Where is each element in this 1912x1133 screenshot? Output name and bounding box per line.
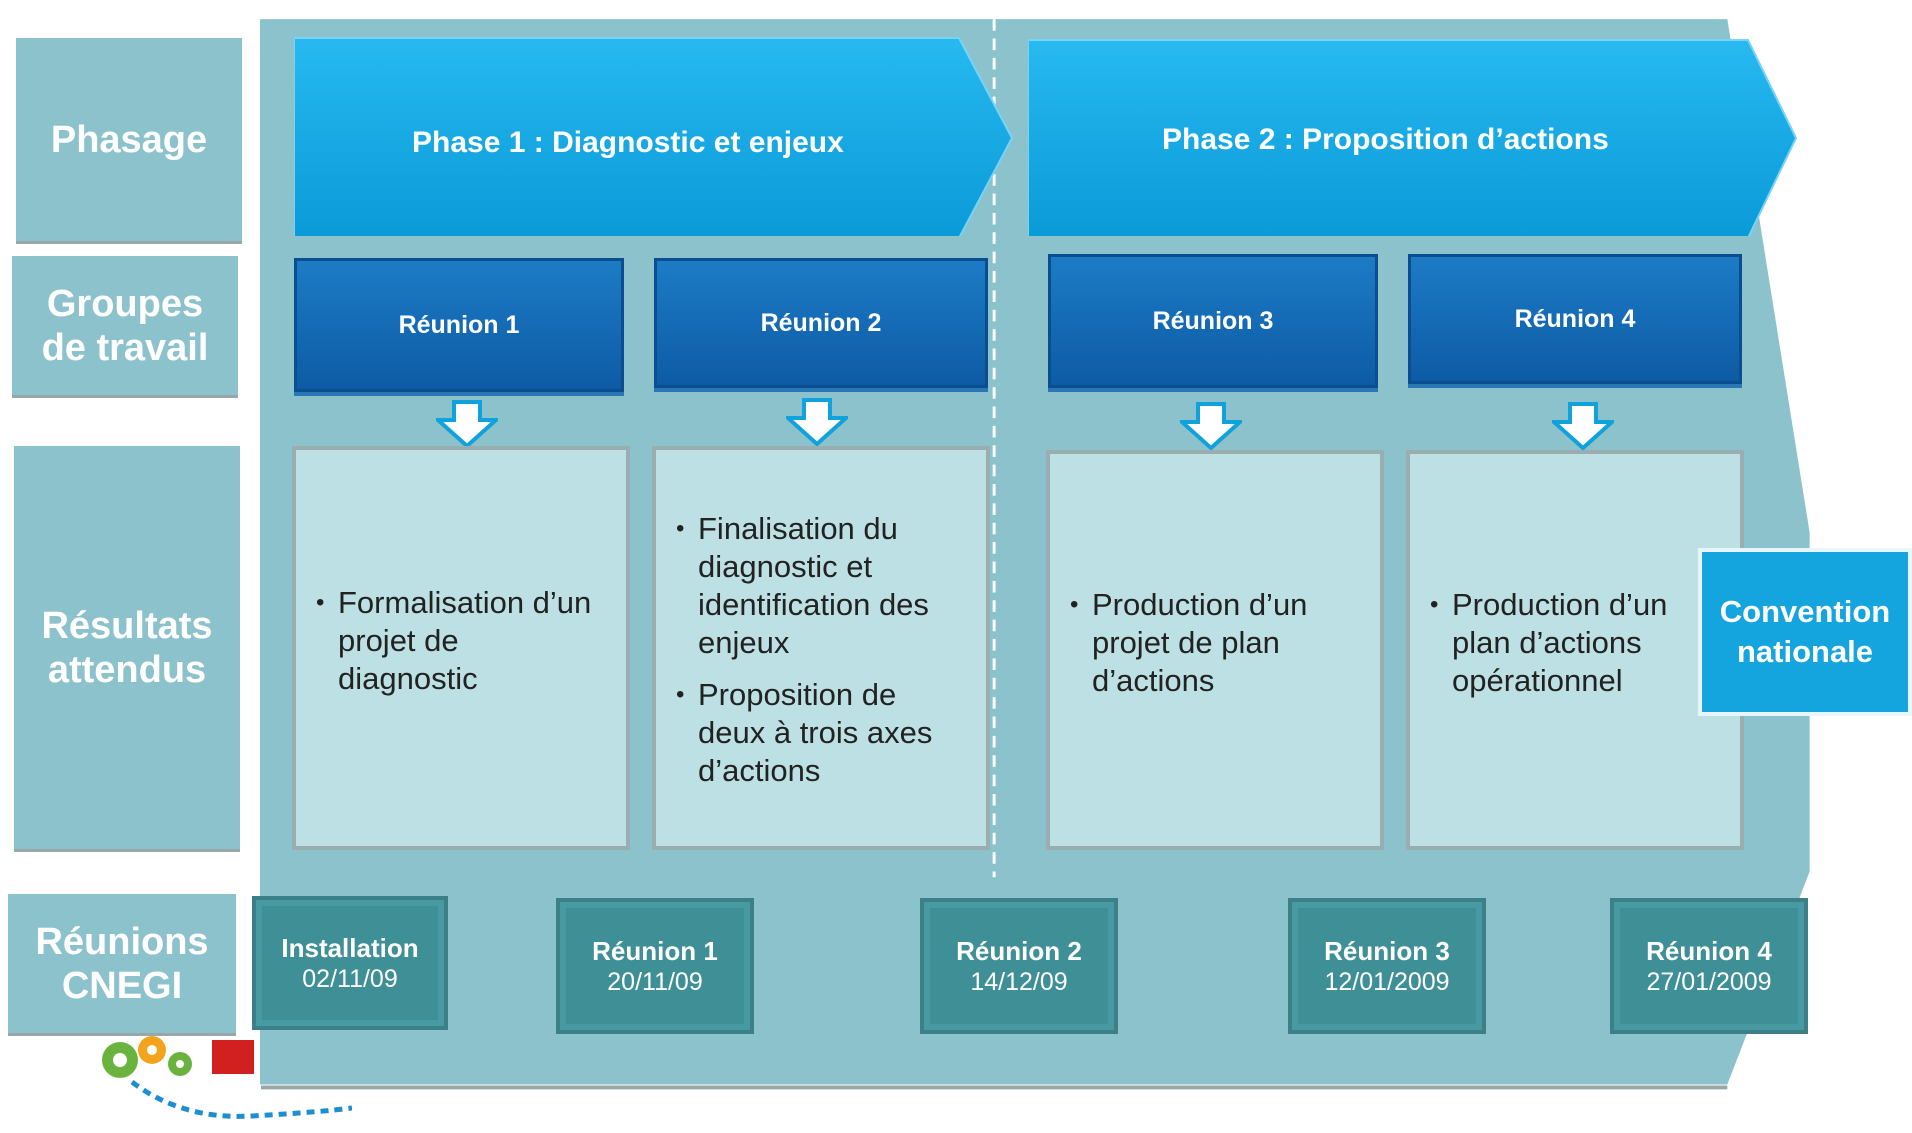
result-box-1: Formalisation d’un projet de diagnostic xyxy=(292,446,630,850)
result-box-3: Production d’un projet de plan d’actions xyxy=(1046,450,1384,850)
cnegi-date: 02/11/09 xyxy=(302,965,398,993)
convention-label: Convention nationale xyxy=(1719,594,1891,669)
group-reunion-label: Réunion 1 xyxy=(398,310,520,339)
row-label-text: Phasage xyxy=(50,118,208,161)
phase-1-arrow xyxy=(294,37,1014,236)
cnegi-date: 12/01/2009 xyxy=(1324,968,1450,996)
row-label-groupes: Groupes de travail xyxy=(12,256,238,398)
cnegi-reunion-3: Réunion 3 12/01/2009 xyxy=(1288,898,1486,1034)
result-item: Finalisation du diagnostic et identifica… xyxy=(676,510,966,662)
cnegi-date: 14/12/09 xyxy=(970,968,1068,996)
down-arrow-icon xyxy=(786,398,848,446)
result-item: Proposition de deux à trois axes d’actio… xyxy=(676,676,966,790)
row-label-text: Groupes de travail xyxy=(41,282,209,369)
result-item: Production d’un plan d’actions opération… xyxy=(1430,586,1720,700)
row-label-text: Réunions CNEGI xyxy=(35,920,209,1007)
cnegi-reunion-2: Réunion 2 14/12/09 xyxy=(920,898,1118,1034)
phase-2-arrow xyxy=(1028,39,1798,236)
group-reunion-label: Réunion 2 xyxy=(760,308,882,337)
down-arrow-icon xyxy=(1552,402,1614,450)
row-label-text: Résultats attendus xyxy=(41,604,213,691)
result-item: Formalisation d’un projet de diagnostic xyxy=(316,584,602,698)
cnegi-date: 27/01/2009 xyxy=(1646,968,1772,996)
phase-1-label: Phase 1 : Diagnostic et enjeux xyxy=(412,126,844,159)
cnegi-reunion-4: Réunion 4 27/01/2009 xyxy=(1610,898,1808,1034)
cnegi-title: Réunion 4 xyxy=(1646,936,1772,966)
cnegi-title: Réunion 2 xyxy=(956,936,1082,966)
down-arrow-icon xyxy=(1180,402,1242,450)
result-box-2: Finalisation du diagnostic et identifica… xyxy=(652,446,990,850)
group-reunion-1: Réunion 1 xyxy=(294,258,624,392)
row-label-phasage: Phasage xyxy=(16,38,242,244)
group-reunion-2: Réunion 2 xyxy=(654,258,988,388)
down-arrow-icon xyxy=(436,400,498,448)
cnegi-title: Réunion 1 xyxy=(592,936,718,966)
group-reunion-3: Réunion 3 xyxy=(1048,254,1378,388)
convention-nationale-box: Convention nationale xyxy=(1698,548,1912,716)
row-label-resultats: Résultats attendus xyxy=(14,446,240,852)
cnegi-title: Installation xyxy=(281,933,419,963)
row-label-reunions: Réunions CNEGI xyxy=(8,894,236,1036)
cnegi-date: 20/11/09 xyxy=(607,968,703,996)
gears-logo-icon xyxy=(102,1036,352,1119)
result-item: Production d’un projet de plan d’actions xyxy=(1070,586,1360,700)
group-reunion-label: Réunion 3 xyxy=(1152,306,1274,335)
cnegi-installation: Installation 02/11/09 xyxy=(252,896,448,1030)
phase-2-label: Phase 2 : Proposition d’actions xyxy=(1162,123,1609,156)
group-reunion-4: Réunion 4 xyxy=(1408,254,1742,384)
group-reunion-label: Réunion 4 xyxy=(1514,304,1636,333)
result-box-4: Production d’un plan d’actions opération… xyxy=(1406,450,1744,850)
cnegi-reunion-1: Réunion 1 20/11/09 xyxy=(556,898,754,1034)
cnegi-title: Réunion 3 xyxy=(1324,936,1450,966)
